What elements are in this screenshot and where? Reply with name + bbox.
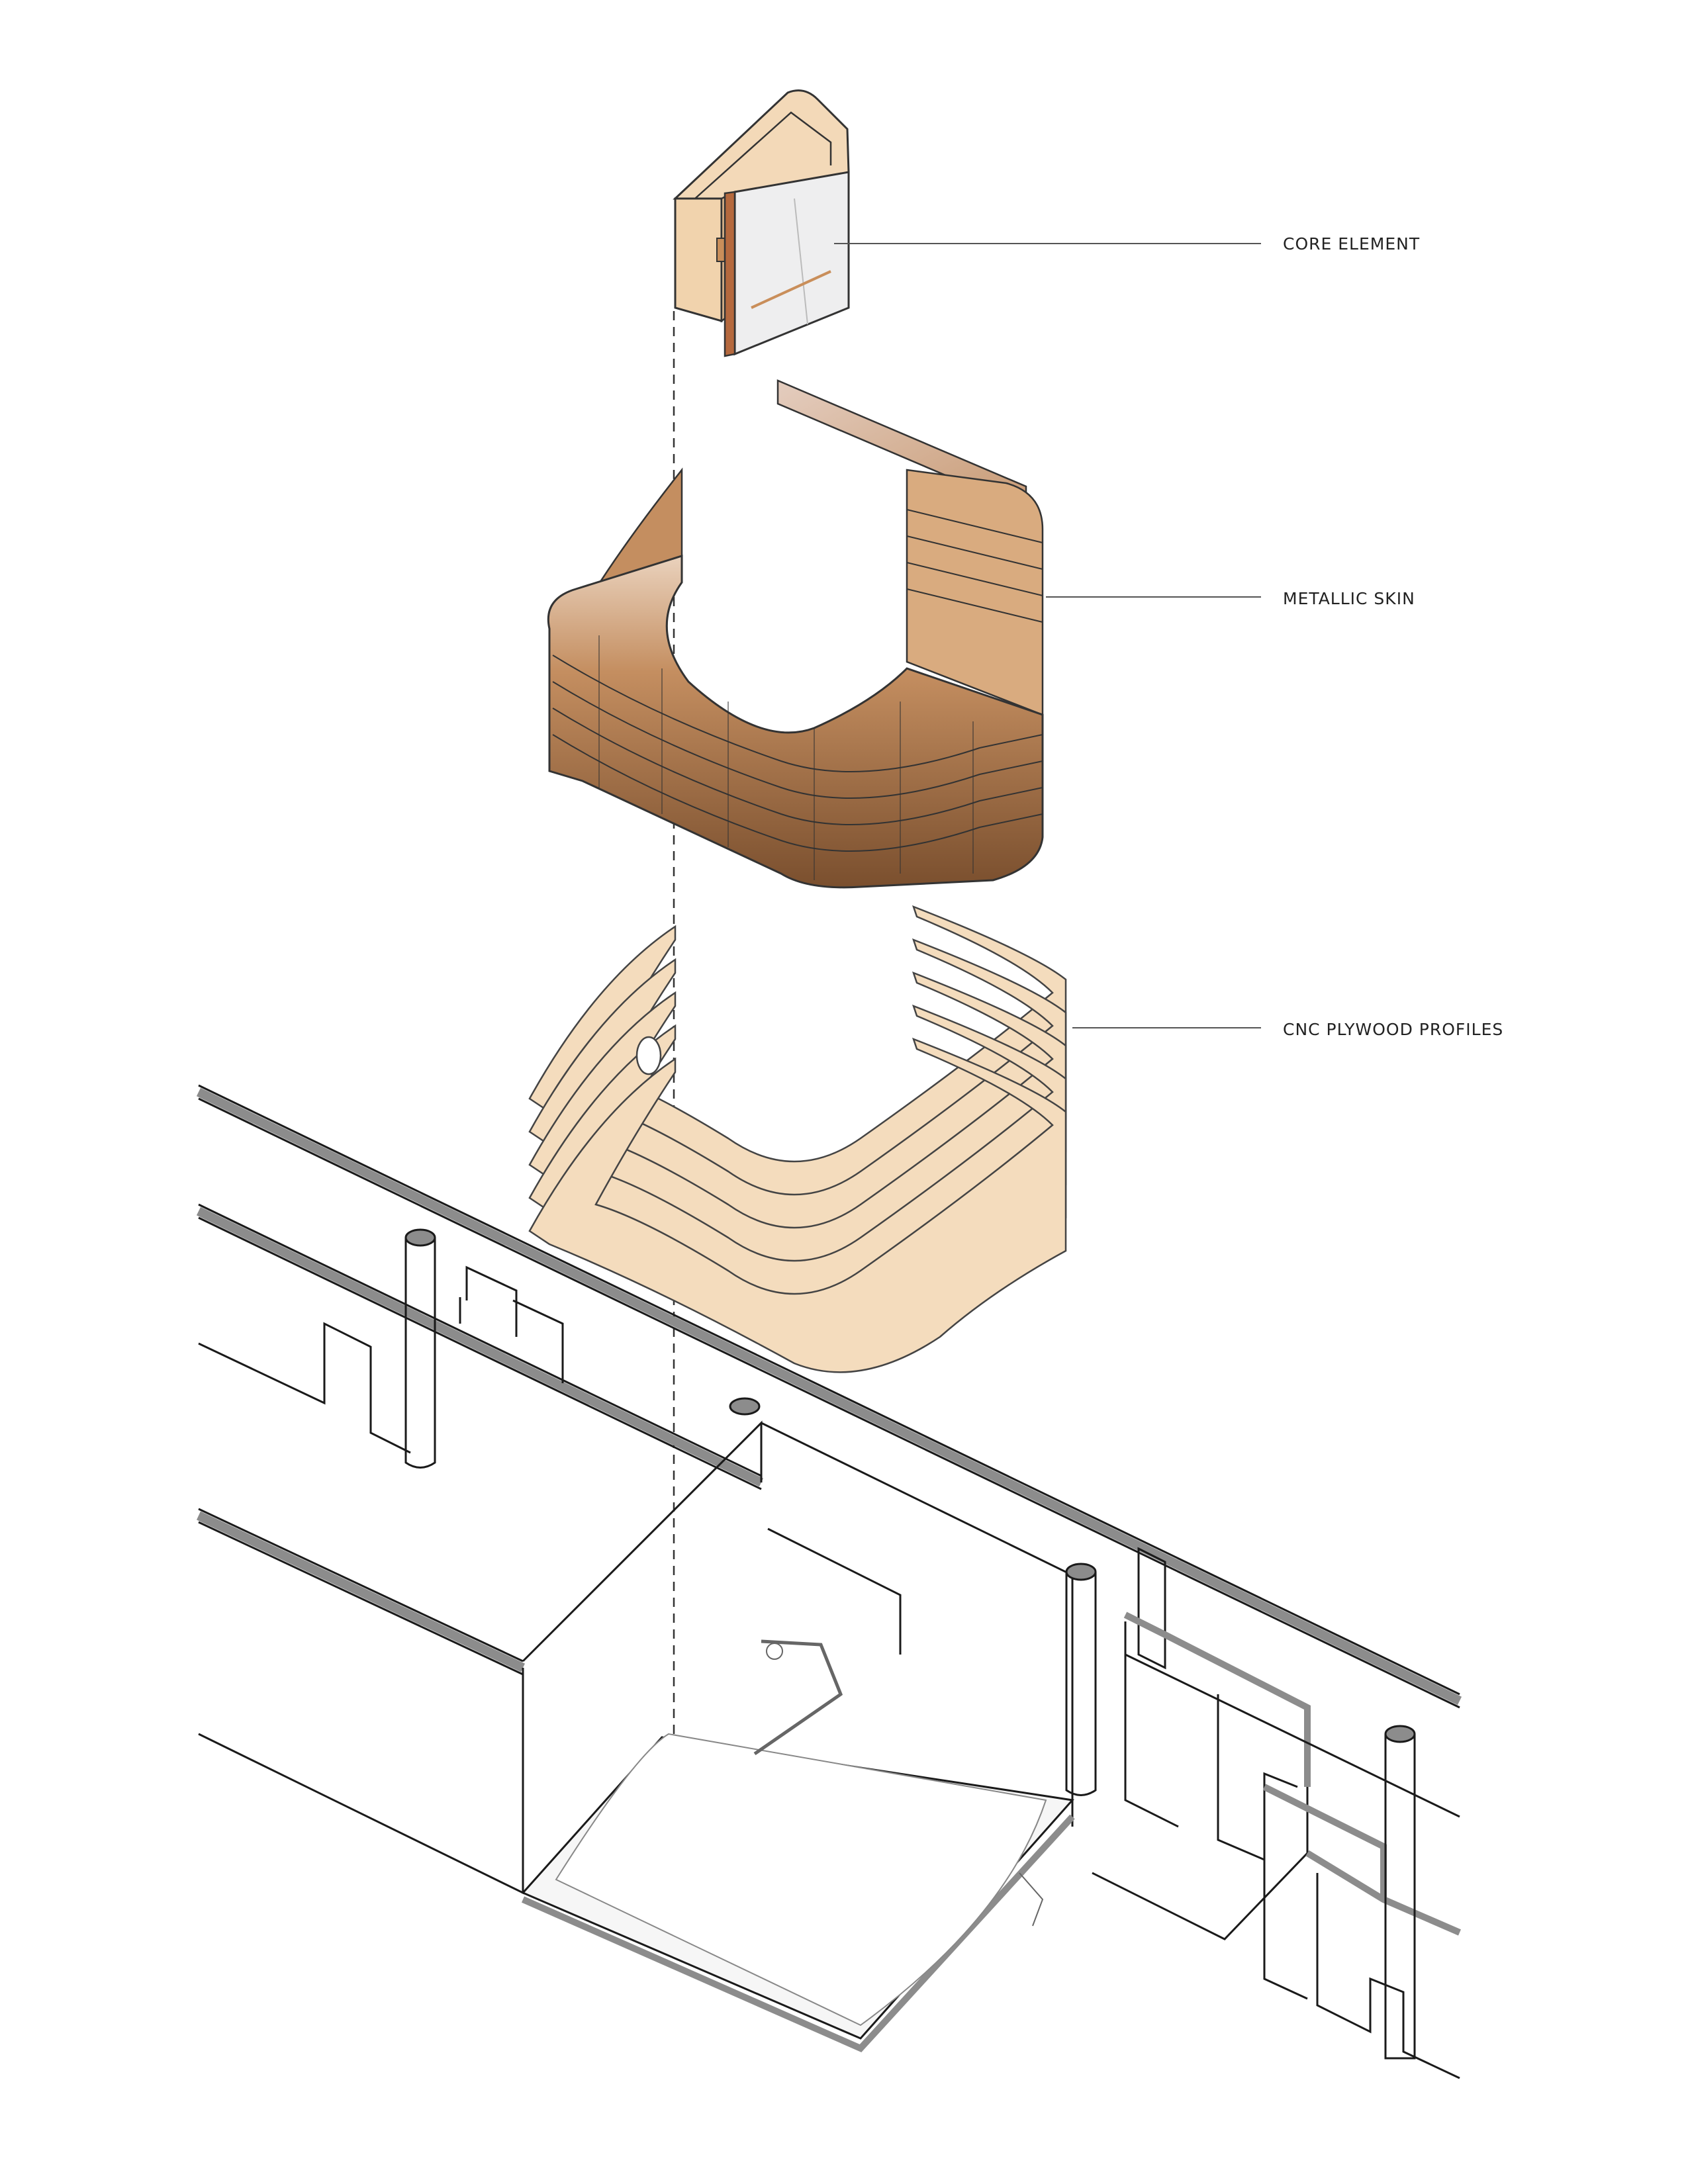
column-top <box>729 1397 761 1416</box>
cnc-profile-hole <box>635 1036 662 1075</box>
metallic-skin <box>547 379 1044 889</box>
column-top <box>404 1228 436 1247</box>
column-top <box>1384 1725 1416 1743</box>
leader-lines <box>834 243 1261 1028</box>
column-top <box>1065 1563 1097 1581</box>
cnc-plywood-profiles-label: CNC PLYWOOD PROFILES <box>1283 1020 1504 1039</box>
cnc-profile-5 <box>528 1037 1067 1373</box>
metallic-skin-label: METALLIC SKIN <box>1283 589 1415 608</box>
cnc-plywood-profiles <box>528 905 1067 1373</box>
core-element-label: CORE ELEMENT <box>1283 234 1421 253</box>
core-element <box>673 89 850 357</box>
building-base <box>196 1084 1462 2079</box>
